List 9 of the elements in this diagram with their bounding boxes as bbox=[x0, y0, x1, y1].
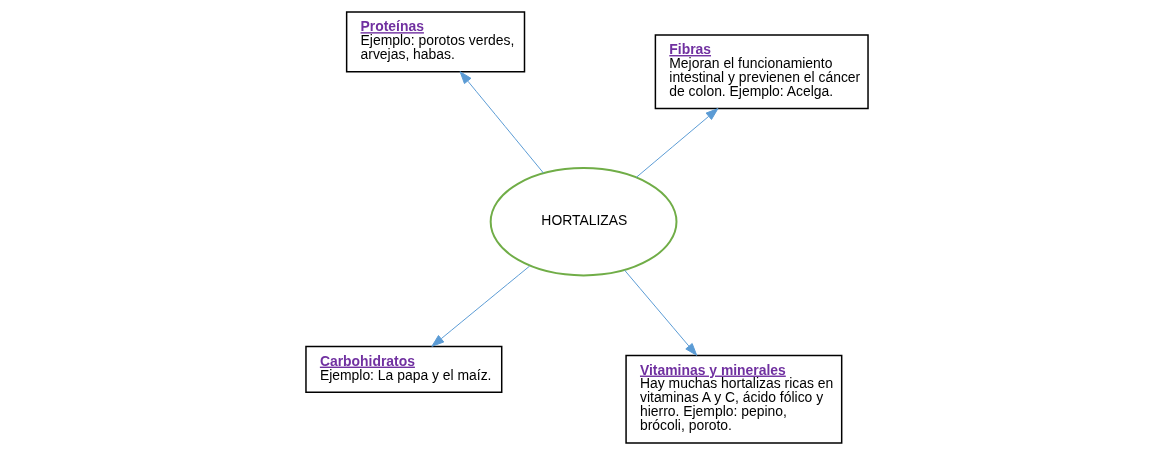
arrow bbox=[430, 265, 530, 347]
arrow bbox=[623, 269, 697, 356]
node-box: Vitaminas y minerales Hay muchas hortalizas ricas en vitaminas A y C, ácido fólico y hierro. Ejemplo: pepino, brócoli, poroto. bbox=[624, 354, 842, 444]
node-box: Carbohidratos Ejemplo: La papa y el maíz. bbox=[304, 345, 502, 393]
node-ellipse: HORTALIZAS bbox=[489, 167, 677, 277]
node-box: Fibras Mejoran el funcionamiento intestinal y previenen el cáncer de colon. Ejemplo: Acelga. bbox=[654, 34, 869, 110]
arrow bbox=[459, 71, 544, 174]
arrow bbox=[635, 108, 718, 178]
node-box: Proteínas Ejemplo: porotos verdes, arvejas, habas. bbox=[345, 11, 525, 73]
